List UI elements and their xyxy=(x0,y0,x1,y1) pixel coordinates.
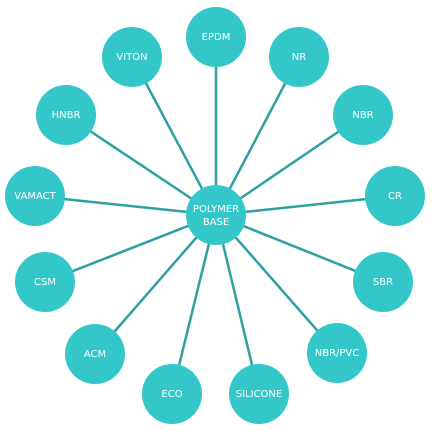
center-node-label-line1: POLYMER xyxy=(193,204,239,215)
node-viton-label: VITON xyxy=(116,52,147,63)
node-nbr-pvc-label: NBR/PVC xyxy=(315,348,360,359)
node-nbr-pvc-circle xyxy=(307,323,367,383)
node-csm: CSM xyxy=(15,252,75,312)
node-sbr-label: SBR xyxy=(373,277,393,288)
node-acm: ACM xyxy=(65,324,125,384)
spoke-silicone xyxy=(214,214,261,395)
spoke-vamact xyxy=(34,194,217,217)
nodes: EPDM NR NBR CR SBR NBR/PVC SILICONE ECO xyxy=(5,7,425,424)
node-csm-label: CSM xyxy=(34,277,56,288)
node-cr-circle xyxy=(365,166,425,226)
node-nr-label: NR xyxy=(292,52,306,63)
node-acm-label: ACM xyxy=(84,349,106,360)
spoke-nbr-pvc xyxy=(215,214,338,354)
node-sbr-circle xyxy=(353,252,413,312)
node-nr: NR xyxy=(269,27,329,87)
node-cr: CR xyxy=(365,166,425,226)
node-silicone-circle xyxy=(229,364,289,424)
spoke-hnbr xyxy=(65,113,217,217)
node-viton: VITON xyxy=(102,27,162,87)
center-node-circle xyxy=(186,185,246,245)
node-eco: ECO xyxy=(142,364,202,424)
node-csm-circle xyxy=(15,252,75,312)
spoke-cr xyxy=(215,194,396,217)
node-nbr-pvc: NBR/PVC xyxy=(307,323,367,383)
spoke-eco xyxy=(170,214,218,395)
node-acm-circle xyxy=(65,324,125,384)
node-hnbr: HNBR xyxy=(36,85,96,145)
node-cr-label: CR xyxy=(388,191,402,202)
node-eco-circle xyxy=(142,364,202,424)
node-sbr: SBR xyxy=(353,252,413,312)
node-eco-label: ECO xyxy=(161,389,182,400)
node-epdm-label: EPDM xyxy=(202,32,231,43)
node-nbr-circle xyxy=(333,85,393,145)
node-viton-circle xyxy=(102,27,162,87)
spoke-csm xyxy=(44,213,217,284)
node-epdm-circle xyxy=(186,7,246,67)
node-hnbr-circle xyxy=(36,85,96,145)
center-node-polymer-base: POLYMER BASE xyxy=(186,185,246,245)
node-silicone-label: SILICONE xyxy=(236,389,282,400)
node-nbr: NBR xyxy=(333,85,393,145)
node-nbr-label: NBR xyxy=(352,110,373,121)
node-vamact: VAMACT xyxy=(5,166,65,226)
spoke-acm xyxy=(94,214,217,355)
node-hnbr-label: HNBR xyxy=(52,110,81,121)
center-node-label-line2: BASE xyxy=(203,217,229,228)
node-epdm: EPDM xyxy=(186,7,246,67)
node-vamact-label: VAMACT xyxy=(14,191,56,202)
node-vamact-circle xyxy=(5,166,65,226)
node-nr-circle xyxy=(269,27,329,87)
node-silicone: SILICONE xyxy=(229,364,289,424)
